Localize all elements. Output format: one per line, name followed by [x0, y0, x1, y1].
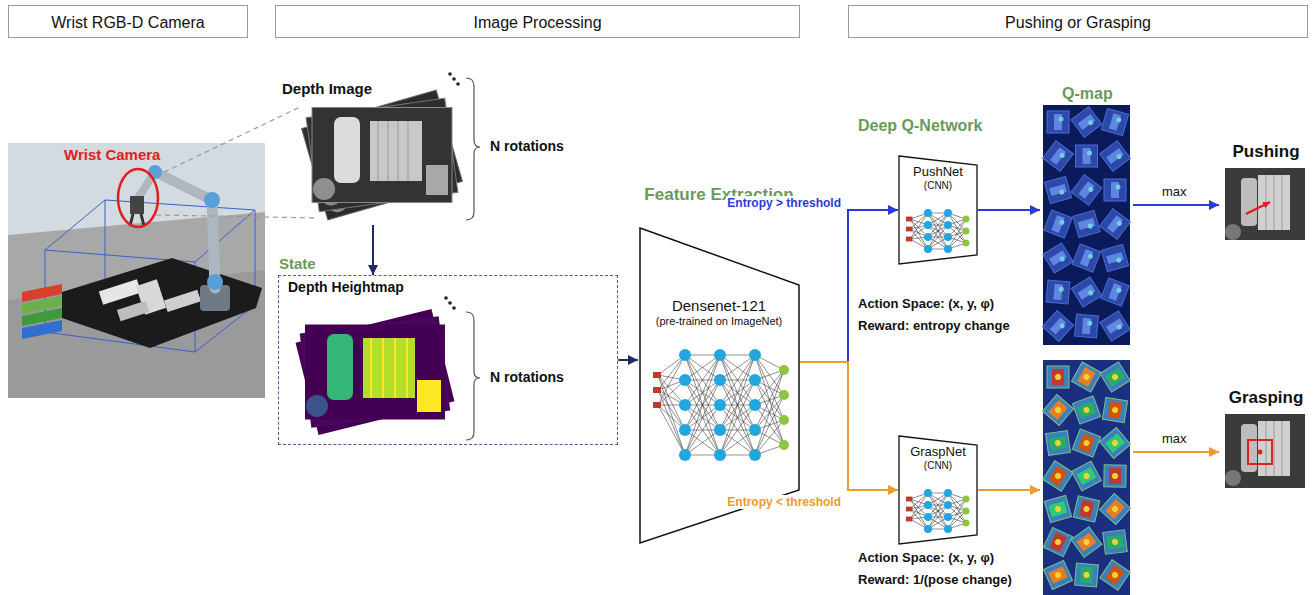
- node-text: Wrist RGB-D Camera: [51, 13, 205, 32]
- rotation-count: N rotations: [490, 369, 564, 386]
- section-header: Image Processing: [275, 5, 800, 38]
- node-text: (pre-trained on ImageNet): [656, 315, 783, 328]
- note-text: Action Space: (x, y, φ): [858, 296, 994, 312]
- node-text: Grasping: [1229, 388, 1304, 408]
- node-text: Densenet-121: [672, 297, 766, 315]
- note-text: Reward: entropy change: [858, 318, 1010, 334]
- state-box: StateDepth Heightmap: [278, 275, 618, 445]
- q-map-push: [1042, 105, 1130, 345]
- push-network: PushNet(CNN): [898, 155, 978, 265]
- flow-arrow: [800, 210, 898, 362]
- edge-label: Entropy < threshold: [726, 495, 842, 509]
- flow-arrow: [800, 362, 898, 490]
- flow-arrow: [618, 359, 638, 361]
- node-text: Pushing: [1232, 142, 1299, 162]
- q-map-grasp: [1042, 360, 1130, 595]
- grasp-network: GraspNet(CNN): [898, 435, 978, 545]
- node-text: (CNN): [924, 180, 952, 192]
- rotation-count: N rotations: [490, 138, 564, 155]
- operation-label: max: [1162, 184, 1187, 200]
- node-text: Depth Image: [282, 80, 372, 98]
- push-result: Pushing: [1222, 142, 1310, 242]
- section-label: Q-map: [1062, 84, 1113, 103]
- section-header: Pushing or Grasping: [848, 5, 1308, 38]
- note-text: Action Space: (x, y, φ): [858, 550, 994, 566]
- grasp-result-image: [1225, 414, 1305, 488]
- depth-image-group: Depth Image: [280, 80, 466, 225]
- feature-extractor: Feature ExtractionDensenet-121(pre-train…: [638, 185, 800, 545]
- network-shape: [638, 185, 800, 545]
- node-text: (CNN): [924, 460, 952, 472]
- note-text: Reward: 1/(pose change): [858, 572, 1012, 588]
- simulation-render: [8, 143, 265, 398]
- node-text: PushNet: [913, 164, 963, 180]
- node-text: Pushing or Grasping: [1005, 13, 1151, 32]
- operation-label: max: [1162, 431, 1187, 447]
- flow-arrow: [372, 225, 374, 275]
- node-text: Image Processing: [473, 13, 601, 32]
- heightmap-stack: [296, 296, 456, 435]
- section-label: Deep Q-Network: [858, 116, 982, 135]
- node-text: GraspNet: [910, 444, 966, 460]
- node-text: Depth Heightmap: [288, 279, 404, 296]
- push-result-image: [1225, 168, 1305, 240]
- node-text: State: [279, 255, 316, 273]
- grasp-result: Grasping: [1222, 388, 1310, 492]
- callout-label: Wrist Camera: [62, 146, 162, 164]
- section-header: Wrist RGB-D Camera: [8, 5, 248, 38]
- edge-label: Entropy > threshold: [726, 196, 842, 210]
